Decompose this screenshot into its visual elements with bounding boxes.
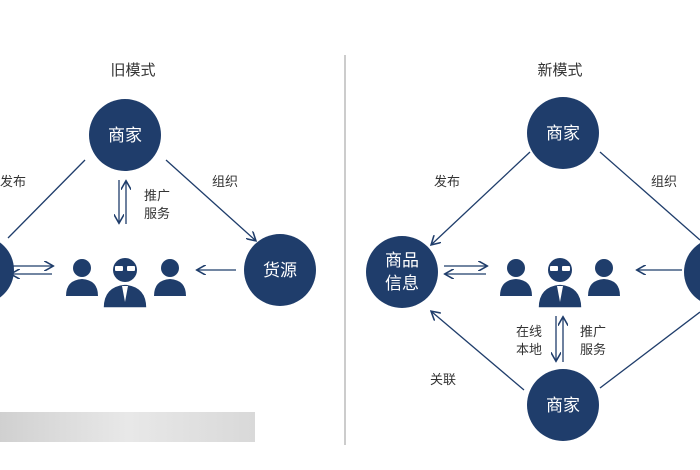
new-edge-top-left-line: [432, 151, 531, 244]
old-center-label-1: 推广: [144, 189, 170, 204]
new-edge-bottom-left-line: [432, 312, 525, 391]
new-center-left-label-1: 在线: [516, 325, 542, 340]
new-node-product-info-line2: 信息: [385, 274, 419, 294]
new-node-product-info: 商品 信息: [366, 236, 438, 308]
new-node-merchant-bottom-label: 商家: [546, 396, 580, 416]
new-edge-bottom-left-label: 关联: [430, 373, 456, 388]
old-node-merchant: 商家: [89, 99, 161, 171]
new-model-title: 新模式: [537, 61, 582, 79]
old-node-left-partial: [0, 242, 14, 298]
old-edge-right-label: 组织: [212, 175, 238, 190]
new-node-merchant-top-label: 商家: [546, 124, 580, 144]
new-node-product-info-line1: 商品: [385, 251, 419, 271]
new-node-right-partial: [684, 243, 700, 301]
new-center-right-label-1: 推广: [580, 325, 606, 340]
old-edge-left-line: [7, 159, 86, 239]
old-node-supply-label: 货源: [263, 261, 297, 281]
old-edge-right-line: [165, 159, 255, 240]
old-model-title: 旧模式: [110, 61, 155, 79]
old-people-icon: [66, 258, 186, 309]
new-center-left-label-2: 本地: [516, 343, 542, 358]
new-node-merchant-top: 商家: [527, 97, 599, 169]
new-center-right-label-2: 服务: [580, 342, 606, 358]
new-people-icon: [500, 258, 620, 309]
old-edge-left-label: 发布: [0, 174, 26, 190]
new-edge-top-left-label: 发布: [434, 174, 460, 190]
old-node-merchant-label: 商家: [108, 126, 142, 146]
old-model-panel: 旧模式 商家 货源: [0, 61, 316, 442]
new-edge-bottom-right-line: [599, 311, 700, 389]
new-node-merchant-bottom: 商家: [527, 369, 599, 441]
blurred-caption: [0, 412, 255, 442]
new-model-panel: 新模式 商家 商品 信息 商家: [366, 61, 700, 441]
old-center-label-2: 服务: [144, 206, 170, 222]
old-node-supply: 货源: [244, 234, 316, 306]
new-edge-top-right-label: 组织: [651, 175, 677, 190]
new-edge-top-right-line: [599, 151, 700, 241]
